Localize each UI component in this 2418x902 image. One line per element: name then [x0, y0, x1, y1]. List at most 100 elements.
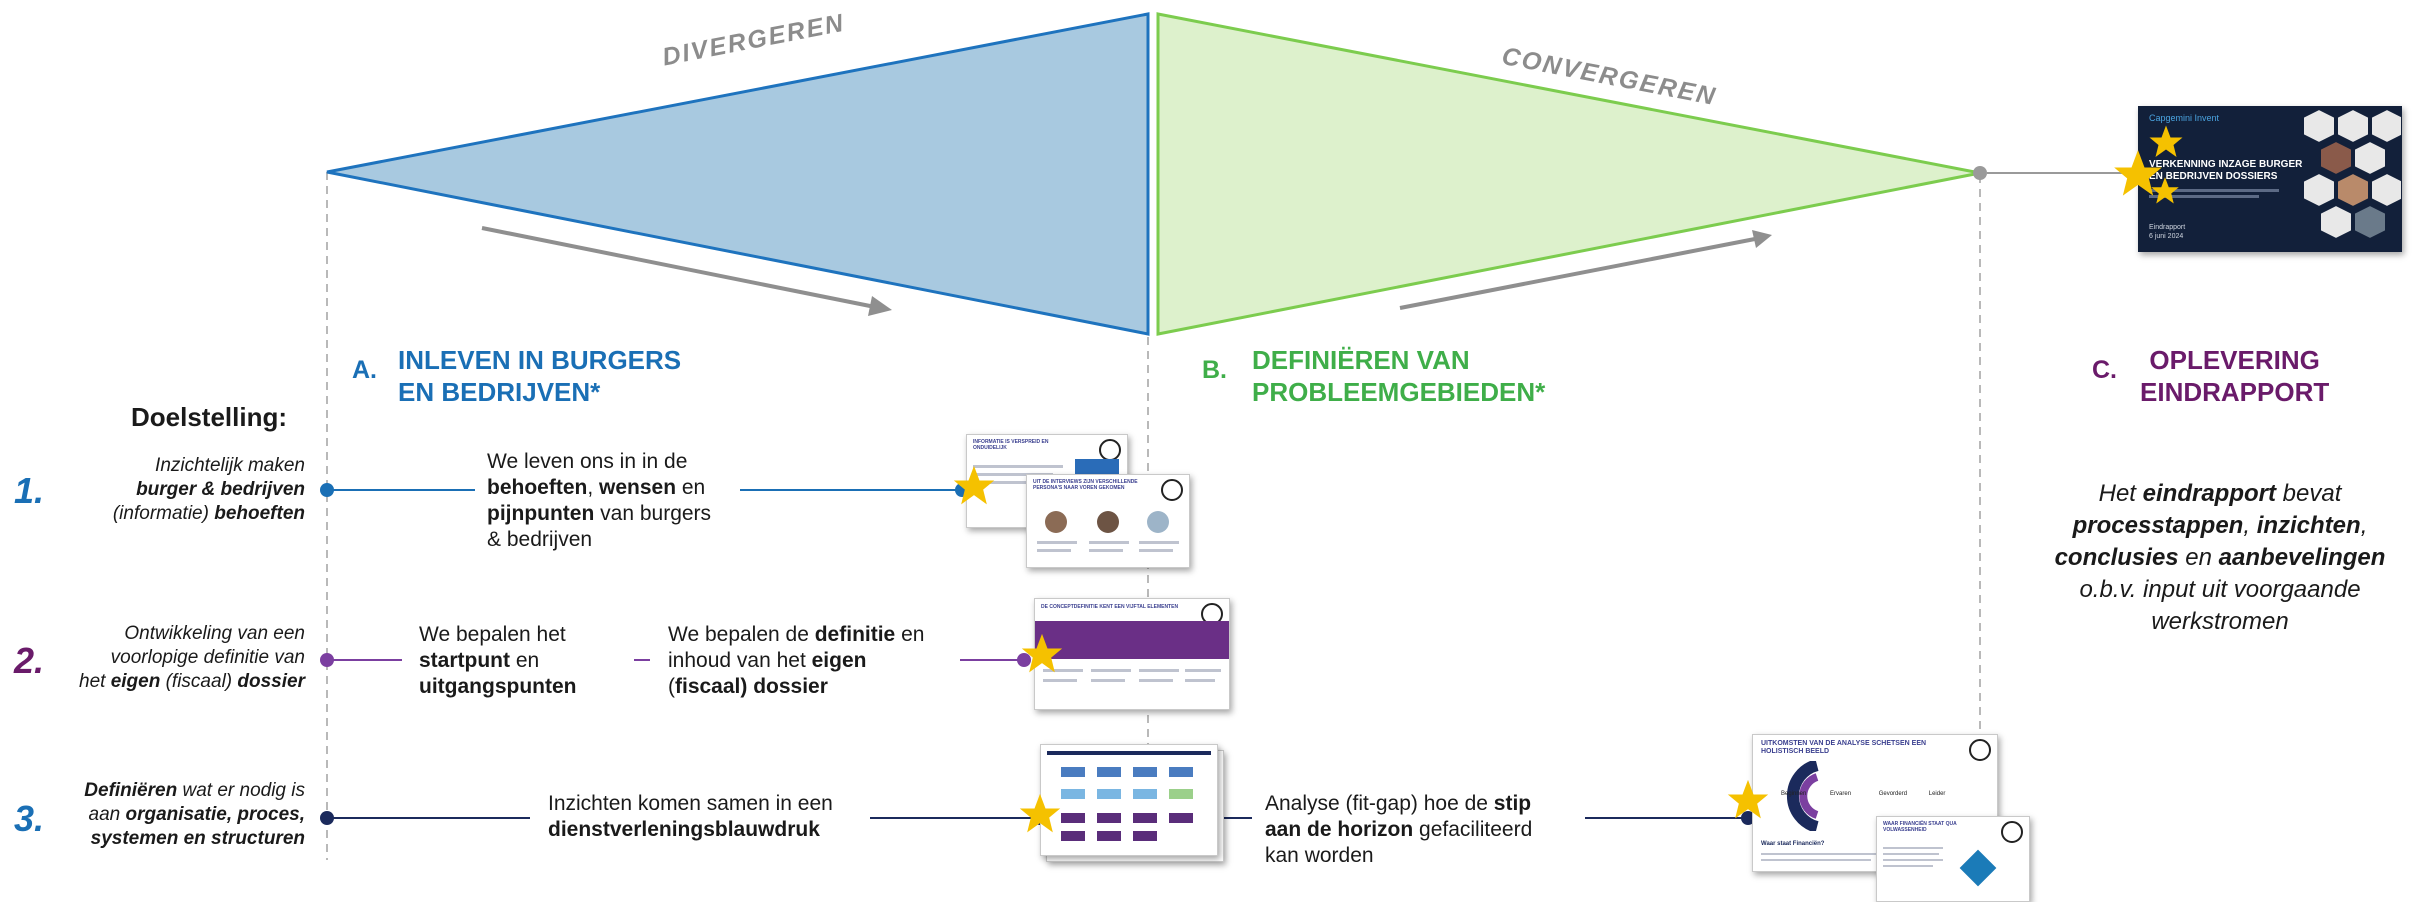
eindrapport-line1-a: Het — [2098, 480, 2143, 507]
diverge-arrow — [481, 226, 881, 310]
eindrapport-sep2: , — [2360, 512, 2368, 539]
hexagon-pattern — [2302, 107, 2401, 241]
row2-text-a-line1: We bepalen het — [419, 623, 566, 646]
row2-goal-line3-c: (fiscaal) — [160, 671, 238, 692]
row1-thumbnail-2-title: UIT DE INTERVIEWS ZIJN VERSCHILLENDE PER… — [1033, 479, 1138, 491]
star-icon — [1021, 633, 1063, 673]
row1-text-a-sep: , — [587, 476, 600, 499]
row3-end-dot — [1741, 811, 1755, 825]
row2-thumbnail[interactable]: DE CONCEPTDEFINITIE KENT EEN VIJFTAL ELE… — [1034, 598, 1230, 710]
row3-goal-line2-a: aan — [88, 804, 126, 825]
row3-goal-line1: Definiëren wat er nodig is — [84, 779, 305, 803]
section-a-title-line1: INLEVEN IN BURGERS — [398, 345, 682, 375]
blueprint-header — [1047, 751, 1211, 755]
row3-goal-line2: aan organisatie, proces, — [84, 803, 306, 827]
row1-text-a-line3-c: van burgers — [594, 502, 712, 525]
section-b-letter: B. — [1202, 356, 1227, 384]
report-cover-meta: Eindrapport 6 juni 2024 — [2149, 223, 2185, 241]
row2-text-b-line1: We bepalen de definitie en — [668, 622, 924, 648]
eindrapport-sep1: , — [2243, 512, 2257, 539]
row2-text-b-line2-a: inhoud van het — [668, 649, 812, 672]
row3-goal-line3: systemen en structuren — [90, 828, 305, 849]
section-a-title: INLEVEN IN BURGERS EN BEDRIJVEN* — [398, 344, 681, 408]
eindrapport-line1: Het eindrapport bevat — [2050, 478, 2390, 510]
star-icon — [1727, 779, 1769, 819]
doelstelling-label: Doelstelling: — [131, 402, 288, 432]
section-a-title-line2: EN BEDRIJVEN* — [398, 377, 601, 407]
row3-analysis-thumbnail-2-title: WAAR FINANCIËN STAAT QUA VOLWASSENHEID — [1883, 821, 1957, 833]
row2-end-dot — [1017, 653, 1031, 667]
row3-number: 3. — [14, 798, 45, 839]
section-c-title-line1: OPLEVERING — [2149, 345, 2320, 375]
maturity-col-4: Leider — [1928, 791, 1946, 797]
maturity-col-1: Beginnen — [1781, 791, 1807, 797]
eindrapport-line5: werkstromen — [2151, 608, 2289, 635]
section-b-title: DEFINIËREN VAN PROBLEEMGEBIEDEN* — [1252, 344, 1545, 408]
row2-text-b-line1-a: We bepalen de — [668, 623, 815, 646]
row1-goal-line2: burger & bedrijven — [136, 479, 305, 500]
row3-analysis-thumbnail-2[interactable]: WAAR FINANCIËN STAAT QUA VOLWASSENHEID — [1876, 816, 2030, 902]
row2-text-a: We bepalen het startpunt en uitgangspunt… — [419, 622, 576, 700]
row1-text-a-line1: We leven ons in in de — [487, 450, 688, 473]
row1-text-a-line2: behoeften, wensen en — [487, 475, 711, 501]
row1-text-a-wensen: wensen — [599, 476, 677, 499]
thumb-badge-icon — [2001, 821, 2023, 843]
maturity-arc — [1786, 761, 1819, 831]
row2-goal-line3: het eigen (fiscaal) dossier — [79, 670, 305, 694]
row2-goal-line2: voorlopige definitie van — [110, 647, 305, 668]
section-c-title: OPLEVERING EINDRAPPORT — [2140, 344, 2329, 408]
thumb-badge-icon — [1099, 439, 1121, 461]
report-cover-subtitle-line2 — [2149, 195, 2259, 198]
section-c-letter: C. — [2092, 356, 2117, 384]
thumb-badge-icon — [1969, 739, 1991, 761]
star-icon — [953, 465, 995, 505]
report-cover-title: VERKENNING INZAGE BURGER EN BEDRIJVEN DO… — [2149, 159, 2302, 183]
row3-blueprint-thumbnail[interactable] — [1040, 744, 1218, 856]
row2-text-b: We bepalen de definitie en inhoud van he… — [668, 622, 924, 700]
star-icon — [2114, 150, 2162, 196]
maturity-col-2: Ervaren — [1830, 791, 1852, 797]
eindrapport-line1-c: bevat — [2275, 480, 2342, 507]
section-c-title-line2: EINDRAPPORT — [2140, 377, 2330, 407]
row3-dot — [320, 811, 334, 825]
report-cover-title-line2: EN BEDRIJVEN DOSSIERS — [2149, 171, 2278, 182]
row1-text-a-line3: pijnpunten van burgers — [487, 501, 711, 527]
persona-avatar-1 — [1045, 511, 1067, 533]
eindrapport-line1-b: eindrapport — [2142, 480, 2276, 507]
row2-text-a-startpunt: startpunt — [419, 649, 510, 672]
row1-goal-line3-b: behoeften — [214, 503, 305, 524]
row3-goal-line2-b: organisatie, proces, — [125, 804, 305, 825]
eindrapport-inzichten: inzichten — [2256, 512, 2361, 539]
section-b-title-line2: PROBLEEMGEBIEDEN* — [1252, 377, 1546, 407]
row2-thumbnail-title: DE CONCEPTDEFINITIE KENT EEN VIJFTAL ELE… — [1041, 604, 1179, 610]
row2-text-b-line3: (fiscaal) dossier — [668, 674, 924, 700]
row1-goal-line1: Inzichtelijk maken — [155, 455, 305, 476]
diverge-arrowhead — [868, 296, 892, 316]
row2-thumbnail-band — [1035, 621, 1229, 659]
row2-goal: Ontwikkeling van een voorlopige definiti… — [79, 622, 305, 694]
report-cover-thumbnail[interactable]: Capgemini Invent VERKENNING INZAGE BURGE… — [2138, 106, 2402, 252]
eindrapport-processtappen: processtappen — [2072, 512, 2244, 539]
row1-thumbnail-2[interactable]: UIT DE INTERVIEWS ZIJN VERSCHILLENDE PER… — [1026, 474, 1190, 568]
row1-number: 1. — [14, 470, 45, 511]
row3-analysis-thumbnail-sub: Waar staat Financiën? — [1761, 841, 1825, 847]
row2-text-b-eigen: eigen — [811, 649, 867, 672]
row3-goal-line1-b: Definiëren — [84, 780, 178, 801]
persona-avatar-2 — [1097, 511, 1119, 533]
row2-text-b-line3-b: fiscaal) dossier — [675, 675, 828, 698]
converge-triangle — [1156, 12, 1981, 336]
row2-goal-line3-d: dossier — [237, 671, 305, 692]
row2-text-b-line3-a: ( — [668, 675, 675, 698]
row1-text-a: We leven ons in in de behoeften, wensen … — [487, 449, 711, 553]
converge-arrow — [1399, 236, 1761, 310]
row1-text-a-behoeften: behoeften — [487, 476, 588, 499]
row3-text-a-line2: dienstverleningsblauwdruk — [548, 818, 820, 841]
row1-thumbnail-1-title: INFORMATIE IS VERSPREID EN ONDUIDELIJK — [973, 439, 1049, 451]
star-icon — [2151, 177, 2179, 204]
eindrapport-line4: o.b.v. input uit voorgaande — [2079, 576, 2361, 603]
diamond-icon — [1959, 849, 1997, 887]
row3-text-b-line2-c: gefaciliteerd — [1413, 818, 1533, 841]
report-cover-subtitle-line — [2149, 189, 2279, 192]
row3-text-b-stip: stip — [1493, 792, 1532, 815]
report-cover-meta-line1: Eindrapport — [2149, 224, 2186, 231]
